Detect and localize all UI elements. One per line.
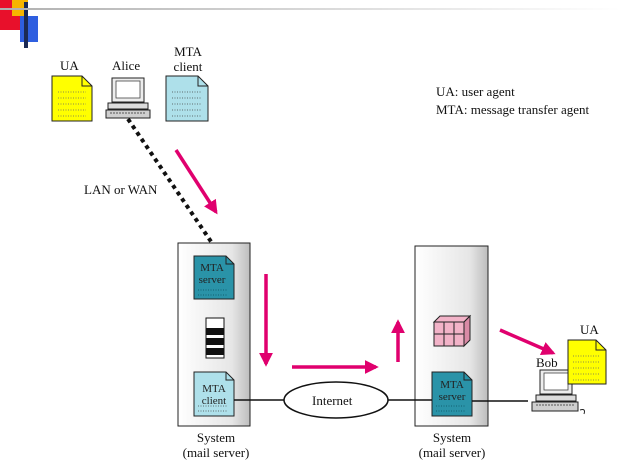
mta-client-left-line2: client [202,395,226,407]
mta-server-left-line1: MTA [200,262,224,274]
mailbox-icon [432,314,472,348]
mta-server-left-line2: server [199,274,226,286]
legend-mta: MTA: message transfer agent [436,102,590,117]
ua-document-left [51,75,93,122]
mta-server-right-line1: MTA [440,379,464,391]
mta-server-document-right [431,371,473,417]
mta-client-document-left [193,371,235,417]
internet-label: Internet [312,393,353,408]
system-left-line1: System [196,430,236,445]
mta-client-document-top [165,75,209,122]
legend-ua: UA: user agent [436,84,515,99]
arrow-to-server [174,149,218,215]
bob-label: Bob [536,355,558,370]
mta-server-right-line2: server [439,391,466,403]
ua-left-label: UA [60,58,79,73]
system-right-line1: System [432,430,472,445]
slide-decoration [0,0,621,48]
lan-connection [126,117,216,248]
arrow-to-bob [499,328,556,355]
queue-icon [205,317,225,359]
mta-client-top-line2: client [173,59,203,74]
internet-cloud [283,381,389,419]
bob-computer-icon [531,369,585,415]
mta-server-document-left [193,255,235,300]
mail-server-right [414,245,489,427]
ua-document-right [567,339,607,385]
mta-client-top-line1: MTA [174,44,202,59]
mta-client-left-line1: MTA [202,383,226,395]
alice-computer-icon [105,77,151,119]
alice-label: Alice [112,58,141,73]
ua-right-label: UA [580,322,599,337]
system-left-line2: (mail server) [182,445,250,460]
system-right-line2: (mail server) [418,445,486,460]
mail-server-left [177,242,251,427]
lan-wan-label: LAN or WAN [84,182,158,197]
